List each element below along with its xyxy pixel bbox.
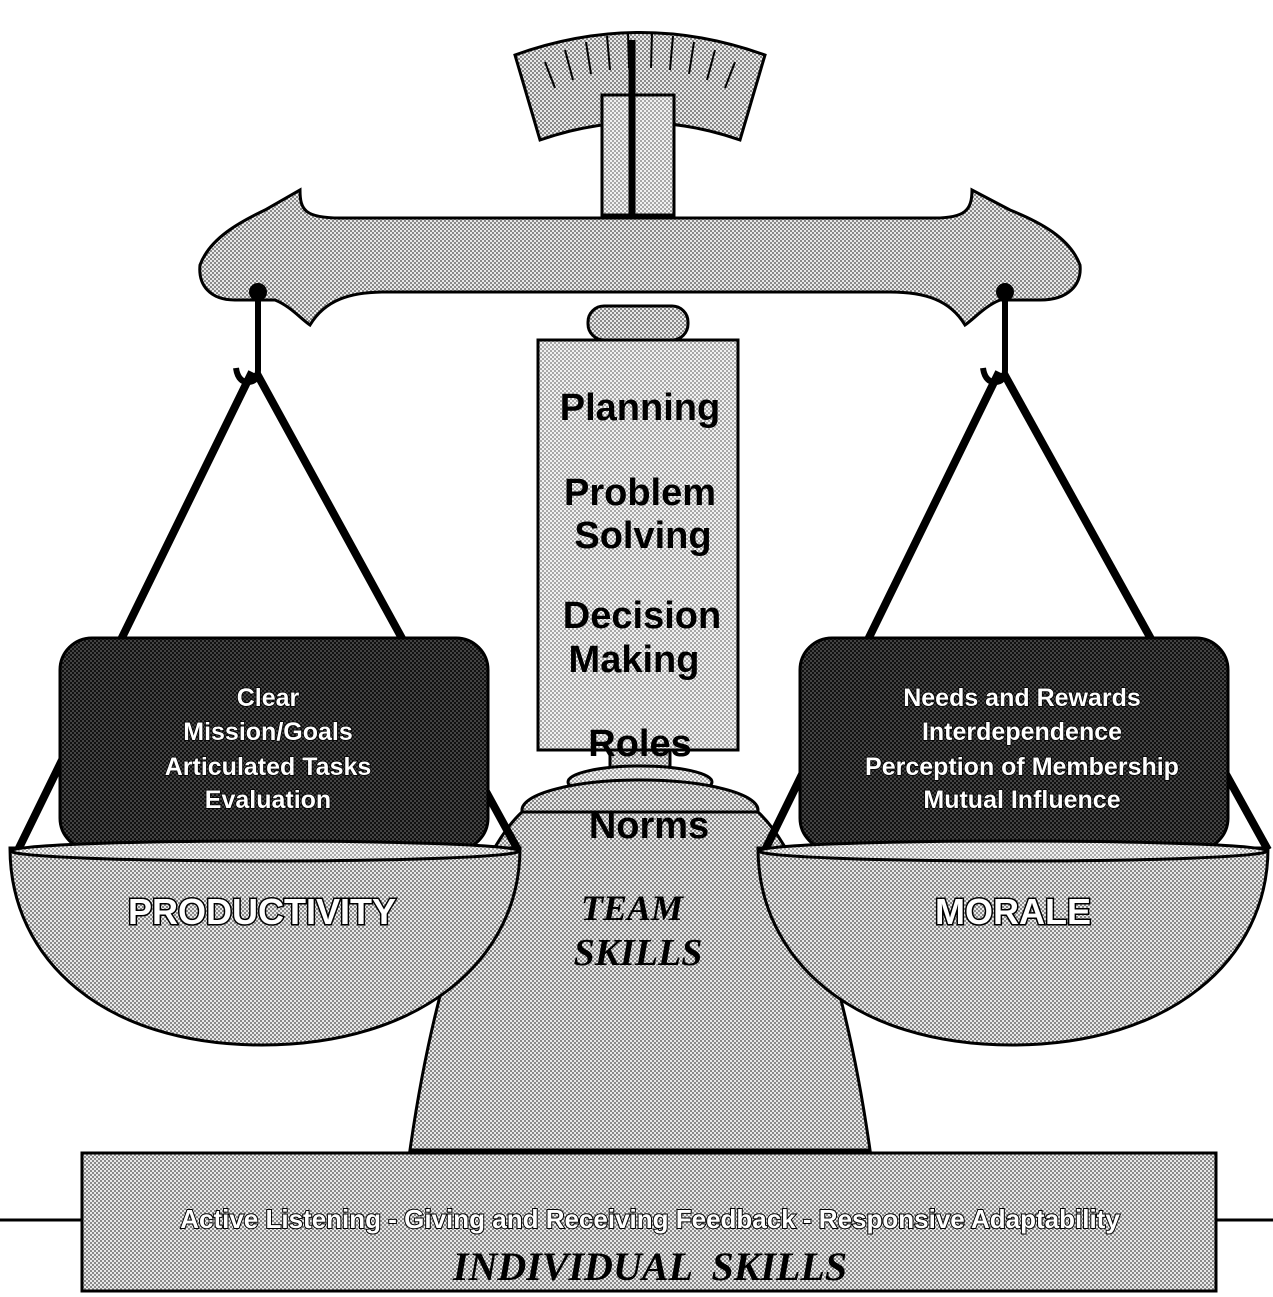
individual-skills-base (80, 1151, 1218, 1293)
column-item-norms: Norms (589, 805, 709, 847)
team-skills-column (536, 338, 740, 752)
center-post (600, 93, 676, 217)
left-box-line-1: Clear (237, 684, 300, 712)
left-box-line-2: Mission/Goals (183, 718, 352, 746)
left-pan (8, 839, 522, 1047)
morale-label: MORALE (935, 891, 1091, 932)
column-item-making: Making (569, 639, 700, 681)
right-pan (756, 839, 1270, 1047)
team-skills-title-line2: SKILLS (574, 932, 703, 974)
right-box-line-3: Perception of Membership (865, 753, 1179, 781)
column-collar-top (586, 304, 690, 342)
right-box-line-2: Interdependence (922, 718, 1122, 746)
gauge-dial (513, 31, 767, 142)
productivity-label: PRODUCTIVITY (128, 891, 396, 932)
left-box-line-4: Evaluation (205, 786, 331, 814)
column-item-solving: Solving (574, 515, 711, 557)
right-box-line-4: Mutual Influence (923, 786, 1120, 814)
column-item-problem: Problem (564, 472, 716, 514)
right-box-line-1: Needs and Rewards (903, 684, 1141, 712)
individual-skills-list: Active Listening - Giving and Receiving … (180, 1204, 1120, 1234)
individual-skills-title: INDIVIDUAL SKILLS (452, 1244, 847, 1289)
column-item-decision: Decision (563, 595, 721, 637)
column-item-planning: Planning (560, 387, 720, 429)
team-skills-title-line1: TEAM (581, 888, 685, 928)
left-box-line-3: Articulated Tasks (165, 753, 372, 781)
scale-beam (198, 187, 1082, 328)
column-item-roles: Roles (588, 723, 691, 765)
